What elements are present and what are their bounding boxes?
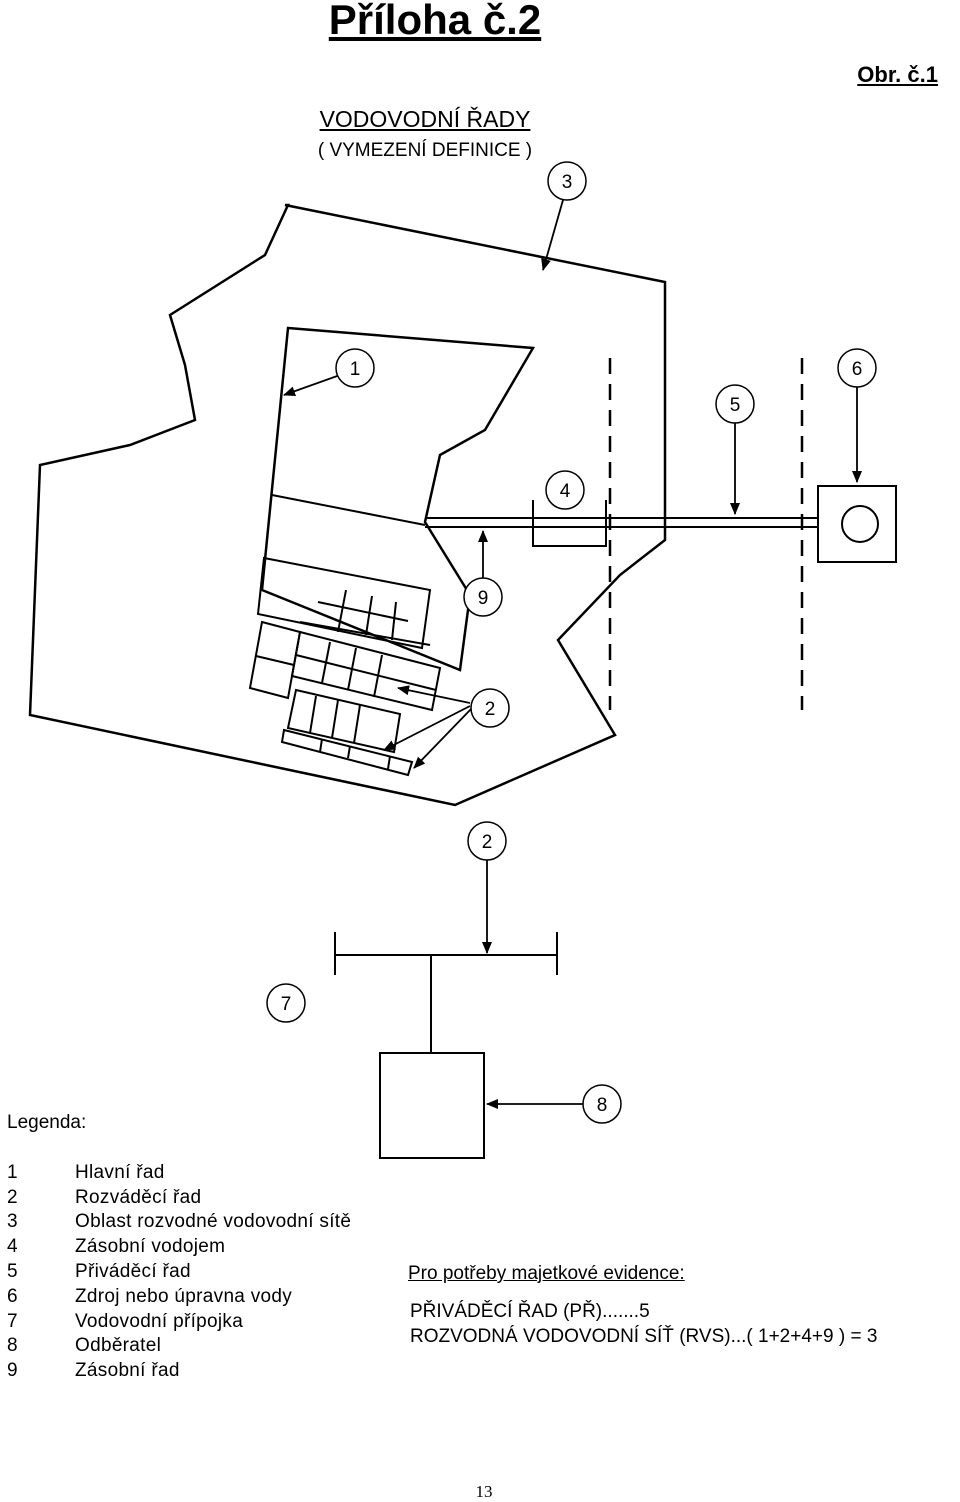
page-number: 13 xyxy=(475,1482,493,1501)
legend-number: 8 xyxy=(7,1335,18,1356)
consumer-building xyxy=(379,1052,485,1159)
page-title: Příloha č.2 xyxy=(328,0,542,43)
evidence-line-network: ROZVODNÁ VODOVODNÍ SÍŤ (RVS)...( 1+2+4+9… xyxy=(410,1326,878,1347)
legend-number: 3 xyxy=(7,1211,18,1232)
network-area-outline xyxy=(28,203,667,807)
legend-item: 9 Zásobní řad xyxy=(7,1360,180,1382)
callout-3-label: 3 xyxy=(562,172,573,193)
callout-7 xyxy=(266,983,306,1023)
legend-item: 1 Hlavní řad xyxy=(7,1162,165,1184)
callout-2-lower-label: 2 xyxy=(482,832,493,853)
legend-item: 8 Odběratel xyxy=(7,1335,161,1357)
callout-1-label: 1 xyxy=(350,359,361,380)
legend-label: Hlavní řad xyxy=(75,1162,165,1183)
callout-3 xyxy=(547,161,587,201)
callout-4 xyxy=(545,470,585,510)
legend-label: Odběratel xyxy=(75,1335,162,1356)
callout-8-label: 8 xyxy=(597,1095,608,1116)
callout-2-label: 2 xyxy=(485,699,496,720)
legend-label: Oblast rozvodné vodovodní sítě xyxy=(75,1211,352,1232)
legend-item: 4 Zásobní vodojem xyxy=(7,1236,225,1258)
distribution-pipe-lower xyxy=(334,932,558,975)
legend-number: 1 xyxy=(7,1162,18,1183)
callout-7-label: 7 xyxy=(281,994,292,1015)
legend-item: 5 Přiváděcí řad xyxy=(7,1261,191,1283)
water-source-circle xyxy=(841,505,879,543)
legend-label: Zásobní řad xyxy=(75,1360,180,1381)
callout-2 xyxy=(470,688,510,728)
legend-label: Přiváděcí řad xyxy=(75,1261,191,1282)
callout-5-label: 5 xyxy=(730,395,741,416)
legend-item: 3 Oblast rozvodné vodovodní sítě xyxy=(7,1211,351,1233)
distribution-blocks xyxy=(248,556,442,777)
evidence-title: Pro potřeby majetkové evidence: xyxy=(408,1263,685,1284)
legend-number: 9 xyxy=(7,1360,18,1381)
evidence-line-feed: PŘIVÁDĚCÍ ŘAD (PŘ).......5 xyxy=(410,1301,650,1322)
legend-number: 6 xyxy=(7,1286,18,1307)
diagram-heading: VODOVODNÍ ŘADY xyxy=(319,106,531,132)
legend-label: Rozváděcí řad xyxy=(75,1187,202,1208)
callout-8 xyxy=(582,1084,622,1124)
callout-2-lower xyxy=(467,821,507,861)
feed-pipe xyxy=(608,517,818,528)
callout-6-label: 6 xyxy=(852,359,863,380)
figure-reference: Obr. č.1 xyxy=(857,62,938,87)
legend-label: Zdroj nebo úpravna vody xyxy=(75,1286,293,1307)
callout-arrows xyxy=(283,199,862,1109)
water-source xyxy=(817,485,897,563)
legend-number: 5 xyxy=(7,1261,18,1282)
legend-label: Zásobní vodojem xyxy=(75,1236,226,1257)
callout-5 xyxy=(715,384,755,424)
legend-number: 7 xyxy=(7,1311,18,1332)
callout-9-label: 9 xyxy=(478,588,489,609)
callout-9 xyxy=(463,577,503,617)
callout-4-label: 4 xyxy=(560,481,571,502)
legend-item: 2 Rozváděcí řad xyxy=(7,1187,201,1209)
callout-1 xyxy=(335,348,375,388)
main-pipe-block xyxy=(260,326,536,672)
legend-number: 2 xyxy=(7,1187,18,1208)
legend-title: Legenda: xyxy=(7,1112,87,1133)
legend-item: 6 Zdroj nebo úpravna vody xyxy=(7,1286,292,1308)
legend-label: Vodovodní přípojka xyxy=(75,1311,244,1332)
reservoir xyxy=(532,500,607,547)
callout-6 xyxy=(837,348,877,388)
supply-pipe xyxy=(425,517,608,528)
diagram-subheading: ( VYMEZENÍ DEFINICE ) xyxy=(317,140,533,161)
legend-item: 7 Vodovodní přípojka xyxy=(7,1311,243,1333)
legend-number: 4 xyxy=(7,1236,18,1257)
